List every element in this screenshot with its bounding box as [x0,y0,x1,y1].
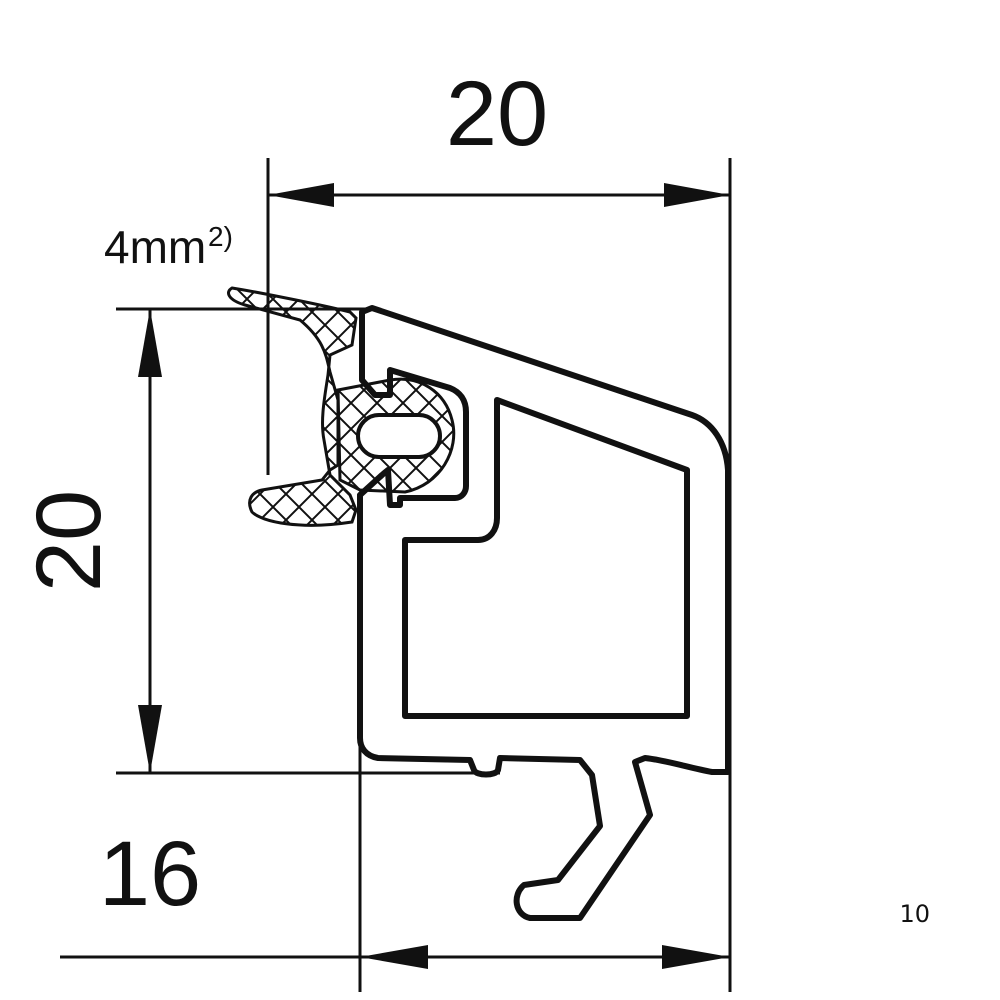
page-number: 10 [899,900,930,928]
seal-label: 4mm [104,221,206,273]
seal-superscript: 2) [208,221,233,252]
seal-label-group: 4mm 2) [104,221,233,273]
aluminium-profile [357,305,731,921]
seal-gasket [227,286,456,527]
bottom-width-label: 16 [99,823,201,925]
top-width-label: 20 [446,63,548,165]
top-width-dimension: 20 [266,63,732,992]
left-height-dimension: 20 [18,307,500,775]
bottom-width-dimension: 16 [60,740,730,992]
left-height-label: 20 [18,490,120,592]
